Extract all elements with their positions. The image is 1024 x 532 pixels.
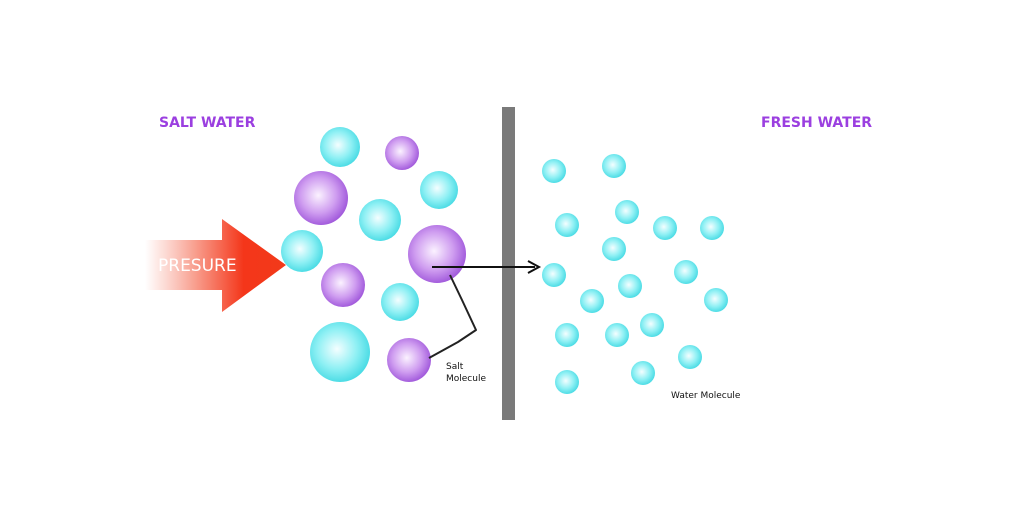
salt-molecule-label: Salt Molecule: [446, 361, 486, 385]
salt-water-molecules: [281, 127, 466, 382]
water-molecule: [631, 361, 655, 385]
water-molecule: [602, 154, 626, 178]
water-molecule: [310, 322, 370, 382]
water-molecule: [281, 230, 323, 272]
water-molecule: [700, 216, 724, 240]
water-molecule: [640, 313, 664, 337]
water-molecule: [542, 263, 566, 287]
salt-molecule: [294, 171, 348, 225]
water-molecule: [674, 260, 698, 284]
salt-molecule: [321, 263, 365, 307]
water-molecule: [704, 288, 728, 312]
water-molecule: [555, 323, 579, 347]
pressure-arrow: [145, 219, 286, 312]
salt-molecule-label-line1: Salt: [446, 362, 464, 372]
salt-water-label: SALT WATER: [159, 115, 256, 131]
water-molecule: [580, 289, 604, 313]
water-molecule-label: Water Molecule: [671, 391, 741, 401]
water-molecule: [555, 370, 579, 394]
pressure-label: PRESURE: [158, 256, 237, 276]
fresh-water-label: FRESH WATER: [761, 115, 873, 131]
water-molecule: [542, 159, 566, 183]
water-molecule: [359, 199, 401, 241]
salt-molecule-pointer: [428, 274, 477, 359]
water-molecule: [618, 274, 642, 298]
membrane: [502, 107, 515, 420]
flow-arrow: [432, 260, 542, 274]
salt-molecule: [408, 225, 466, 283]
salt-molecule-label-line2: Molecule: [446, 374, 486, 384]
water-molecule: [602, 237, 626, 261]
salt-molecule: [387, 338, 431, 382]
fresh-water-molecules: [542, 154, 728, 394]
water-molecule: [381, 283, 419, 321]
water-molecule: [678, 345, 702, 369]
salt-molecule: [385, 136, 419, 170]
water-molecule: [555, 213, 579, 237]
water-molecule: [653, 216, 677, 240]
water-molecule: [420, 171, 458, 209]
water-molecule: [320, 127, 360, 167]
water-molecule: [605, 323, 629, 347]
water-molecule: [615, 200, 639, 224]
